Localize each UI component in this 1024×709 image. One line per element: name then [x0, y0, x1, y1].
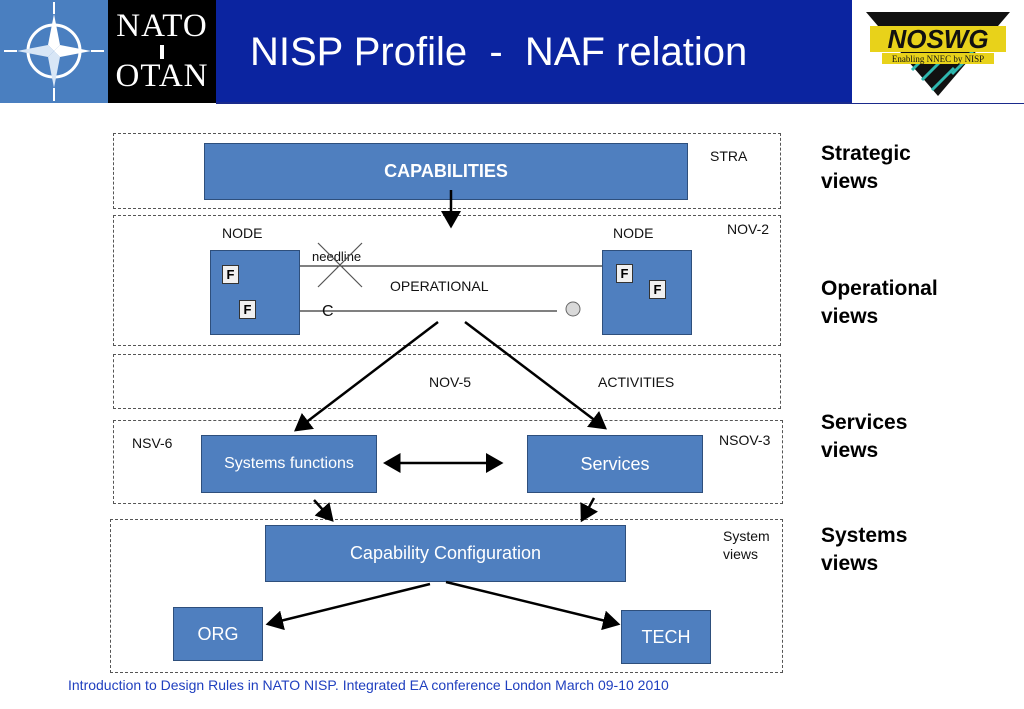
- f-marker: F: [222, 265, 239, 284]
- needline-cross-icon: [317, 242, 363, 288]
- provider-circle-icon: [565, 301, 581, 317]
- configuration-to-tech-arrow: [445, 580, 621, 631]
- systems-zone: [110, 519, 783, 673]
- systems-functions-to-configuration-arrow: [313, 499, 334, 522]
- strategic-views-line2: views: [821, 170, 879, 193]
- noswg-tagline: Enabling NNEC by NISP: [892, 54, 984, 64]
- services-views-line2: views: [821, 439, 879, 462]
- noswg-logo-text: NOSWG: [887, 24, 988, 54]
- strategic-views-line1: Strategic: [821, 142, 911, 165]
- f-marker: F: [239, 300, 256, 319]
- operational-to-systems-functions-arrow: [294, 321, 439, 432]
- noswg-logo: NOSWG Enabling NNEC by NISP: [852, 0, 1024, 103]
- operational-views-line1: Operational: [821, 277, 938, 300]
- f-marker: F: [616, 264, 633, 283]
- operational-views-label: Operational views: [821, 275, 971, 331]
- services-views-line1: Services: [821, 411, 908, 434]
- org-box: ORG: [173, 607, 263, 661]
- services-views-label: Services views: [821, 409, 971, 465]
- systems-views-line2: views: [821, 552, 879, 575]
- nov2-label: NOV-2: [727, 221, 770, 237]
- operational-views-line2: views: [821, 305, 879, 328]
- strategic-views-label: Strategic views: [821, 140, 971, 196]
- node-left-box: [210, 250, 300, 335]
- footer-text: Introduction to Design Rules in NATO NIS…: [68, 677, 669, 693]
- operational-label: OPERATIONAL: [390, 278, 489, 294]
- activities-label: ACTIVITIES: [598, 374, 675, 390]
- services-zone: [113, 420, 783, 504]
- capabilities-box: CAPABILITIES: [204, 143, 688, 200]
- capability-configuration-box: Capability Configuration: [265, 525, 626, 582]
- needline-label: needline: [312, 249, 362, 264]
- systems-views-line1: Systems: [821, 524, 908, 547]
- stra-label: STRA: [710, 148, 748, 164]
- activities-zone: [113, 354, 781, 409]
- page-title: NISP Profile - NAF relation: [250, 30, 748, 74]
- node-left-label: NODE: [222, 225, 263, 241]
- services-box: Services: [527, 435, 703, 493]
- system-views-label-line2: views: [723, 546, 759, 562]
- strategic-zone: [113, 133, 781, 209]
- header-rule: [216, 102, 1024, 104]
- system-views-label-line1: System: [723, 528, 770, 544]
- systems-functions-box: Systems functions: [201, 435, 377, 493]
- otan-word: OTAN: [115, 58, 209, 94]
- nato-word: NATO: [116, 8, 208, 44]
- nov5-label: NOV-5: [429, 374, 472, 390]
- operational-to-services-arrow: [464, 321, 607, 430]
- nsov3-label: NSOV-3: [719, 432, 771, 448]
- nato-otan-logo: NATO OTAN: [108, 0, 216, 103]
- logo-separator: [160, 45, 164, 59]
- f-marker: F: [649, 280, 666, 299]
- node-right-label: NODE: [613, 225, 654, 241]
- nsv6-label: NSV-6: [132, 435, 173, 451]
- configuration-to-org-arrow: [265, 582, 431, 631]
- systems-views-label: Systems views: [821, 522, 971, 578]
- services-to-configuration-arrow: [580, 497, 598, 523]
- tech-box: TECH: [621, 610, 711, 664]
- nato-emblem-icon: [0, 0, 108, 103]
